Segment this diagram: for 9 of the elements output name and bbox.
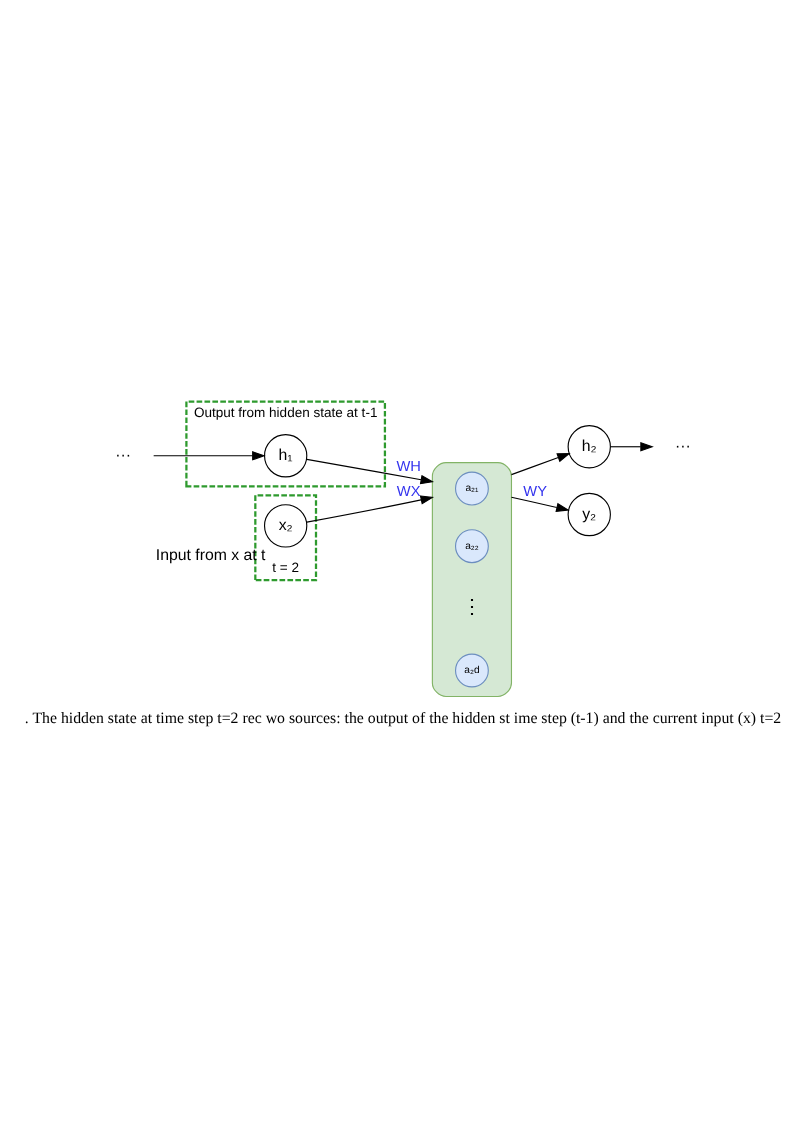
arrow [306, 495, 435, 523]
label: ⋮ [461, 597, 482, 620]
arrow [153, 451, 266, 461]
caption: . The hidden state at time step t=2 rec wo sources: the output of the hidden st ime step (t-1) and the current input (x) t=2 [24, 708, 782, 727]
arrow [610, 442, 654, 452]
arrow [306, 458, 435, 485]
arrow [510, 453, 571, 476]
cluster [431, 462, 513, 697]
arrow [510, 496, 570, 513]
